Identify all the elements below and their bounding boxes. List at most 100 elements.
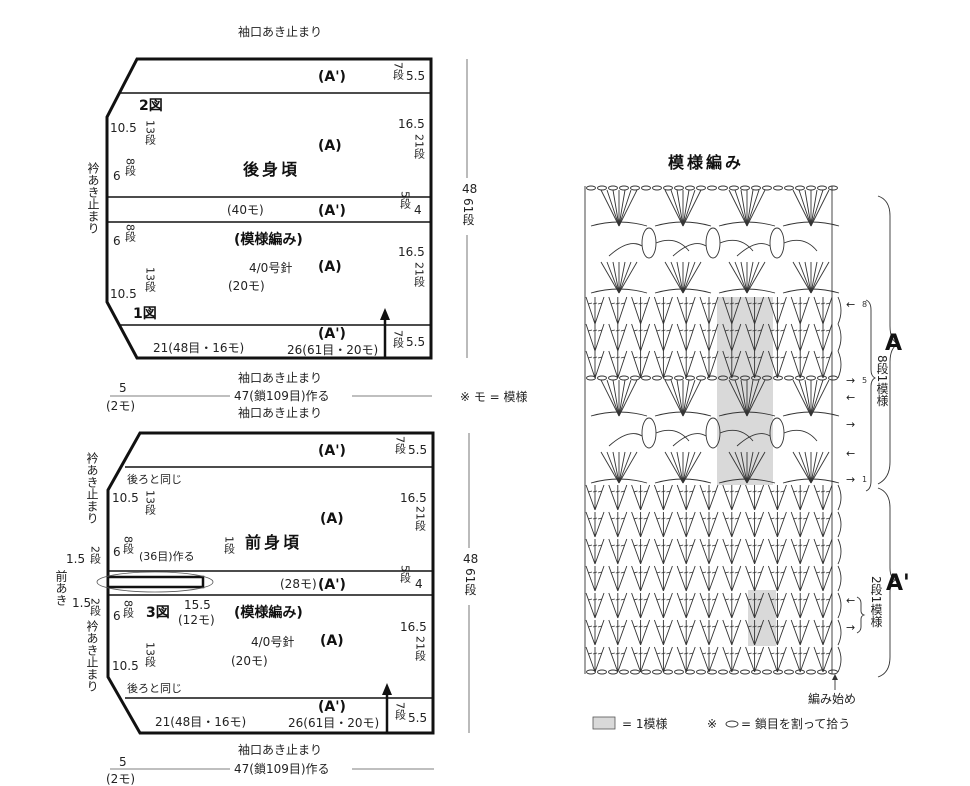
double-crochet-v-stitch — [790, 592, 810, 619]
chain-stitch — [608, 375, 618, 381]
chain-stitch — [795, 669, 805, 675]
row-arrow-left-icon: ← — [846, 298, 855, 311]
stitch-bar — [587, 571, 603, 574]
stitch-bar — [724, 517, 739, 520]
chain-stitch — [619, 669, 629, 675]
double-crochet-v-stitch — [608, 323, 628, 352]
rows-label: 2段 — [89, 546, 102, 565]
double-crochet-v-stitch — [608, 619, 628, 646]
chain-stitch — [674, 375, 684, 381]
fan-stitch — [618, 261, 632, 294]
double-crochet-v-stitch — [767, 565, 787, 592]
fan-stitch — [682, 189, 702, 227]
fan-stitch — [682, 189, 690, 227]
stitch-bar — [679, 598, 694, 601]
turning-chain — [837, 350, 842, 379]
fan-stitch — [734, 189, 748, 227]
fan-stitch — [810, 451, 830, 484]
fan-stitch — [676, 379, 684, 417]
note-label: ※ モ = 模様 — [460, 390, 528, 404]
stitch-bar — [656, 571, 671, 574]
section-a-brace — [877, 195, 900, 485]
double-crochet-v-stitch — [722, 350, 742, 379]
row-number: 8 — [862, 300, 867, 309]
fan-stitch — [676, 261, 684, 294]
fan-stitch — [618, 261, 638, 294]
fan-stitch — [676, 189, 684, 227]
fan-stitch — [682, 379, 696, 417]
measure-label: 4 — [415, 577, 423, 591]
double-crochet-v-stitch — [722, 538, 742, 565]
stitch-bar — [633, 490, 648, 493]
double-crochet-v-stitch — [813, 565, 833, 592]
chain-stitch — [740, 375, 750, 381]
chain-stitch — [817, 185, 827, 191]
double-crochet-v-stitch — [585, 484, 605, 511]
double-crochet-v-stitch — [790, 323, 810, 352]
chain-stitch — [795, 375, 805, 381]
chain-stitch — [685, 375, 695, 381]
stitch-bar — [679, 356, 694, 359]
fan-stitch — [798, 261, 812, 294]
stitch-bar — [610, 329, 625, 332]
double-crochet-v-stitch — [608, 646, 628, 673]
turning-chain — [837, 484, 842, 511]
double-crochet-v-stitch — [631, 538, 651, 565]
stitch-bar — [633, 652, 648, 655]
double-crochet-v-stitch — [745, 646, 765, 673]
section-a-prime-label: A' — [886, 571, 910, 596]
figure-label: 2図 — [139, 98, 163, 114]
double-crochet-v-stitch — [722, 592, 742, 619]
chain-stitch — [630, 375, 640, 381]
repeat-a-prime-label: 2段1模様 — [869, 576, 883, 627]
section-a-label: (A) — [320, 511, 344, 527]
stitch-bar — [793, 356, 808, 359]
fan-stitch — [618, 189, 632, 227]
double-crochet-v-stitch — [653, 646, 673, 673]
measure-label: 6 — [113, 609, 121, 623]
stitch-bar — [656, 598, 671, 601]
double-crochet-v-stitch — [608, 296, 628, 325]
chain-stitch — [674, 669, 684, 675]
back-panel-outline — [105, 57, 433, 360]
chain-arc — [654, 288, 712, 294]
double-crochet-v-stitch — [722, 646, 742, 673]
fan-stitch — [746, 261, 754, 294]
fan-stitch — [618, 451, 638, 484]
double-crochet-v-stitch — [722, 511, 742, 538]
chain-stitch — [641, 375, 651, 381]
stitch-bar — [633, 571, 648, 574]
double-crochet-v-stitch — [653, 619, 673, 646]
double-crochet-v-stitch — [608, 565, 628, 592]
fan-stitch — [746, 261, 760, 294]
fan-stitch — [734, 261, 748, 294]
row-arrow-left-icon: ← — [846, 447, 855, 460]
double-crochet-v-stitch — [676, 350, 696, 379]
double-crochet-v-stitch — [585, 619, 605, 646]
arrow-head-icon — [832, 674, 838, 680]
measure-label: 26(61目・20モ) — [288, 716, 379, 730]
fan-stitch — [682, 451, 696, 484]
chain-arc — [736, 239, 818, 257]
stitch-bar — [747, 598, 762, 601]
chain-stitch — [685, 185, 695, 191]
double-crochet-v-stitch — [790, 296, 810, 325]
stitch-bar — [701, 329, 717, 332]
double-crochet-v-stitch — [722, 323, 742, 352]
stitch-pattern-label: (模様編み) — [234, 231, 303, 248]
chain-stitch — [751, 185, 761, 191]
chain-stitch — [729, 185, 739, 191]
double-crochet-v-stitch — [790, 619, 810, 646]
stitch-bar — [610, 652, 625, 655]
rows-label: 7段 — [392, 330, 405, 349]
measure-label: 5.5 — [408, 443, 427, 457]
chain-stitch — [718, 669, 728, 675]
chain-stitch — [817, 669, 827, 675]
fan-stitch — [606, 451, 620, 484]
stitch-bar — [815, 329, 831, 332]
double-crochet-v-stitch — [585, 296, 605, 325]
pattern-count-label: (12モ) — [178, 613, 215, 627]
stitch-bar — [610, 302, 625, 305]
fan-stitch — [798, 451, 812, 484]
stitch-bar — [701, 356, 717, 359]
